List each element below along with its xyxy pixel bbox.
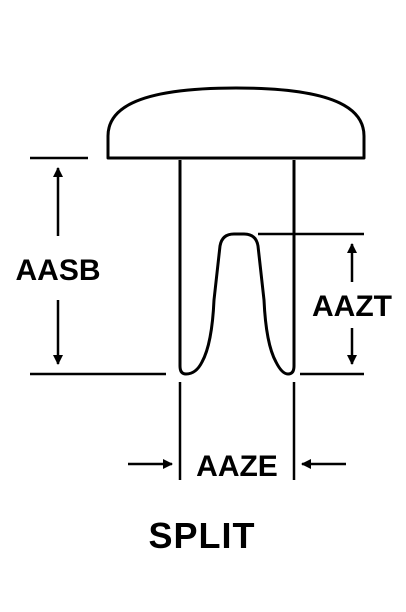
rivet-head bbox=[106, 86, 366, 160]
diagram-caption: SPLIT bbox=[148, 515, 255, 556]
split-length-label: AAZT bbox=[312, 290, 392, 323]
shank-length-label: AASB bbox=[15, 254, 100, 287]
shank-diameter-label: AAZE bbox=[196, 450, 278, 483]
shank-left-outline bbox=[178, 160, 296, 376]
